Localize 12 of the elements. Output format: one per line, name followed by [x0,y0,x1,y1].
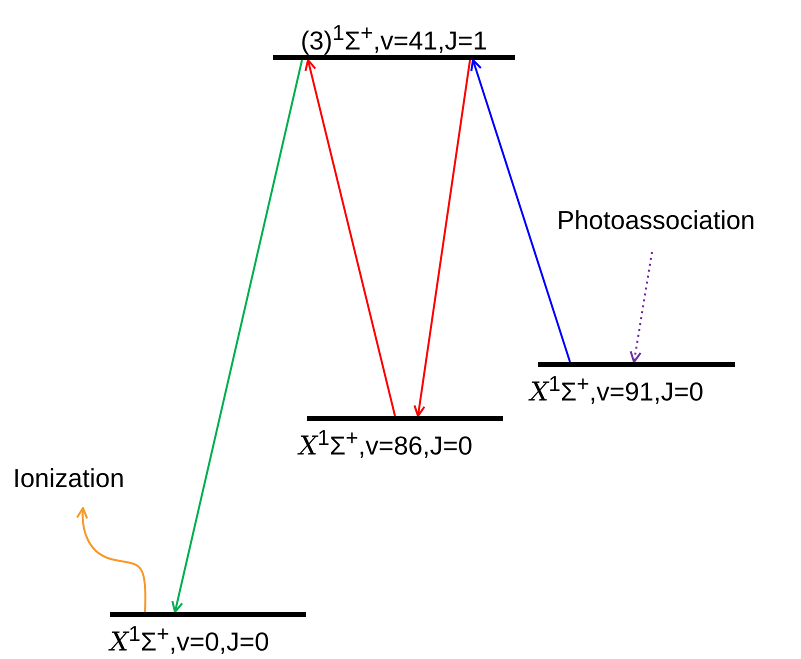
process-label: Photoassociation [557,205,756,235]
level-label: (3)$^{1}$Σ$^{+}$,v=41,J=1 [300,19,488,56]
transition-arrow [414,60,471,417]
level-label: X$^{1}$Σ$^{+}$,v=0,J=0 [110,620,270,658]
level-label: X$^{1}$Σ$^{+}$,v=86,J=0 [299,424,472,462]
process-label: Ionization [13,463,124,493]
transition-arrow [171,60,303,613]
transition-arrow [304,59,396,416]
transition-arrow [470,59,571,362]
transition-arrow [76,507,146,612]
level-label: X$^{1}$Σ$^{+}$,v=91,J=0 [530,370,704,408]
transition-arrow [630,252,653,363]
